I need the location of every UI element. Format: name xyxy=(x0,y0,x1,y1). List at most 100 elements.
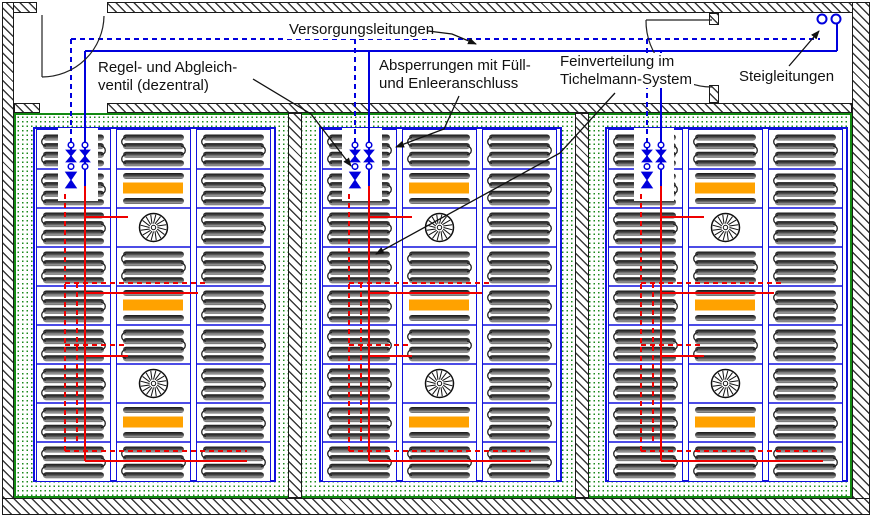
coil-pipe-bar xyxy=(775,433,836,440)
coil-pipe-bar xyxy=(43,260,104,267)
coil-pipe-bar xyxy=(43,346,104,353)
coil-hook-left xyxy=(327,175,333,203)
coil-pipe-bar xyxy=(489,355,550,362)
coil-pipe-bar xyxy=(775,368,836,375)
coil-pipe-bar xyxy=(775,407,836,414)
coil-pipe-bar xyxy=(775,151,836,158)
coil-hook-right xyxy=(386,301,392,312)
heating-element-orange-bar xyxy=(695,182,755,194)
coil-hook-left xyxy=(121,253,127,281)
coil-pipe-bar xyxy=(615,229,676,236)
distribution-branch-solid xyxy=(85,216,128,218)
distribution-branch-dashed xyxy=(349,450,531,452)
coil-hook-right xyxy=(466,262,472,273)
coil-hook-right xyxy=(180,145,186,156)
coil-column-graphic xyxy=(403,134,476,479)
coil-pipe-bar xyxy=(489,251,550,258)
coil-hook-left xyxy=(613,370,619,398)
coil-pipe-bar xyxy=(615,221,676,228)
coil-pipe-bar xyxy=(409,151,470,158)
coil-pipe-bar xyxy=(409,355,470,362)
riser-pipes-icon xyxy=(816,13,842,25)
riser-room-wall xyxy=(709,13,719,25)
supply-drop-dashed xyxy=(646,39,648,170)
coil-hook-left xyxy=(41,448,47,476)
coil-pipe-bar xyxy=(203,346,264,353)
coil-hook-right xyxy=(672,301,678,312)
leader-arrow xyxy=(788,30,820,67)
distribution-riser-solid xyxy=(660,186,662,461)
coil-pipe-bar xyxy=(615,394,676,401)
coil-pipe-bar xyxy=(329,316,390,323)
coil-pipe-bar xyxy=(695,134,756,141)
coil-hook-left xyxy=(407,448,413,476)
coil-pipe-bar xyxy=(409,173,470,179)
coil-pipe-bar xyxy=(489,151,550,158)
coil-pipe-bar xyxy=(695,151,756,158)
distribution-branch-dashed xyxy=(641,344,704,346)
coil-pipe-bar xyxy=(489,407,550,414)
coil-pipe-bar xyxy=(489,472,550,479)
coil-pipe-bar xyxy=(203,190,264,197)
left-wall xyxy=(2,2,14,515)
distribution-branch-solid xyxy=(369,292,482,294)
coil-hook-right xyxy=(386,457,392,468)
coil-pipe-bar xyxy=(615,329,676,336)
right-wall xyxy=(852,2,870,515)
coil-pipe-bar xyxy=(203,385,264,392)
coil-pipe-bar xyxy=(775,221,836,228)
coil-pipe-bar xyxy=(489,394,550,401)
coil-pipe-bar xyxy=(695,268,756,275)
coil-pipe-bar xyxy=(123,472,184,479)
coil-pipe-bar xyxy=(203,229,264,236)
distribution-branch-dashed xyxy=(641,282,781,284)
coil-pipe-bar xyxy=(775,329,836,336)
coil-pipe-bar xyxy=(409,260,470,267)
coil-pipe-bar xyxy=(775,455,836,462)
coil-pipe-bar xyxy=(615,346,676,353)
coil-hook-left xyxy=(327,448,333,476)
pipe-shaft xyxy=(634,128,674,201)
coil-pipe-bar xyxy=(123,432,184,438)
coil-pipe-bar xyxy=(615,433,676,440)
distribution-branch-dashed xyxy=(65,344,128,346)
coil-pipe-bar xyxy=(775,182,836,189)
supply-drop-dashed xyxy=(354,39,356,170)
coil-pipe-bar xyxy=(43,416,104,423)
heating-element-orange-bar xyxy=(695,299,755,311)
partition-wall xyxy=(288,113,302,498)
pipe-shaft xyxy=(342,128,382,201)
coil-hook-right xyxy=(100,457,106,468)
distribution-branch-solid xyxy=(85,355,128,357)
coil-hook-left xyxy=(201,448,207,476)
coil-pipe-bar xyxy=(329,251,390,258)
coil-hook-left xyxy=(773,253,779,281)
coil-pipe-bar xyxy=(775,190,836,197)
coil-pipe-bar xyxy=(409,160,470,167)
coil-pipe-bar xyxy=(329,455,390,462)
coil-pipe-bar xyxy=(43,338,104,345)
coil-hook-right xyxy=(466,457,472,468)
coil-hook-left xyxy=(487,370,493,398)
coil-hook-right xyxy=(832,379,838,390)
coil-pipe-bar xyxy=(489,316,550,323)
coil-pipe-bar xyxy=(695,329,756,336)
coil-hook-left xyxy=(613,409,619,437)
coil-pipe-bar xyxy=(695,173,756,179)
coil-hook-right xyxy=(672,223,678,234)
supply-main-solid xyxy=(85,50,837,52)
coil-hook-left xyxy=(487,214,493,242)
coil-hook-left xyxy=(41,409,47,437)
fan-icon xyxy=(138,368,169,399)
coil-hook-right xyxy=(100,379,106,390)
coil-pipe-bar xyxy=(203,199,264,206)
coil-hook-left xyxy=(693,448,699,476)
coil-pipe-bar xyxy=(695,338,756,345)
coil-pipe-bar xyxy=(775,238,836,245)
coil-hook-right xyxy=(386,262,392,273)
coil-pipe-bar xyxy=(203,307,264,314)
coil-pipe-bar xyxy=(695,407,756,413)
coil-pipe-bar xyxy=(43,329,104,336)
coil-pipe-bar xyxy=(615,463,676,470)
coil-pipe-bar xyxy=(329,338,390,345)
